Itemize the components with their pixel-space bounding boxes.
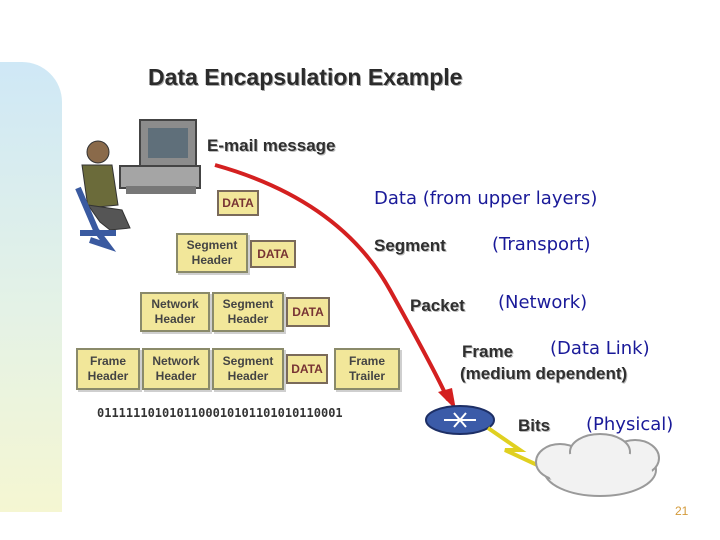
segment-header-line2: Header [227,312,269,326]
segment-header-line1: Segment [222,354,274,368]
network-header-line2: Header [154,312,196,326]
frame-label: Frame [462,342,514,361]
data-layer-annotation: Data (from upper layers) [374,188,598,209]
computer-user-icon [75,119,201,252]
email-message-label: E-mail message [207,136,336,155]
segment-header-line2: Header [227,369,269,383]
frame-medium-label: (medium dependent) [460,364,628,383]
network-cloud-icon [535,433,660,497]
data-box-label: DATA [291,362,323,376]
frame-header-line1: Frame [89,354,127,368]
frame-trailer-line2: Trailer [348,369,386,383]
physical-annotation: (Physical) [586,414,674,435]
transport-annotation: (Transport) [492,234,591,255]
bits-label: Bits [518,416,551,435]
slide-title: Data Encapsulation Example [148,64,463,90]
encapsulation-arrowhead [438,388,456,410]
network-header-line1: Network [151,297,199,311]
encapsulation-arrow [214,163,450,401]
slide-sidebar-gradient [0,62,62,512]
link-zigzag-icon [486,426,549,472]
data-box-label: DATA [222,196,254,210]
data-box-row4: DATA [286,354,328,384]
network-annotation: (Network) [498,292,588,313]
network-header-line2: Header [155,369,197,383]
frame-trailer-line1: Frame [348,354,386,368]
segment-label: Segment [374,236,446,255]
data-box-row3: DATA [286,297,330,327]
datalink-annotation: (Data Link) [550,338,650,359]
frame-header-line2: Header [87,369,129,383]
packet-label: Packet [410,296,465,315]
data-box-label: DATA [292,305,324,319]
bitstream: 0111111010101100010101101010110001 [97,406,343,420]
segment-header-line1: Segment [222,297,274,311]
data-box-row2: DATA [250,240,296,268]
network-header-line1: Network [152,354,200,368]
data-box-row1: DATA [217,190,259,216]
segment-header-line2: Header [191,253,233,267]
data-box-label: DATA [257,247,289,261]
page-number: 21 [675,504,689,518]
segment-header-line1: Segment [186,238,238,252]
router-icon [425,405,495,435]
